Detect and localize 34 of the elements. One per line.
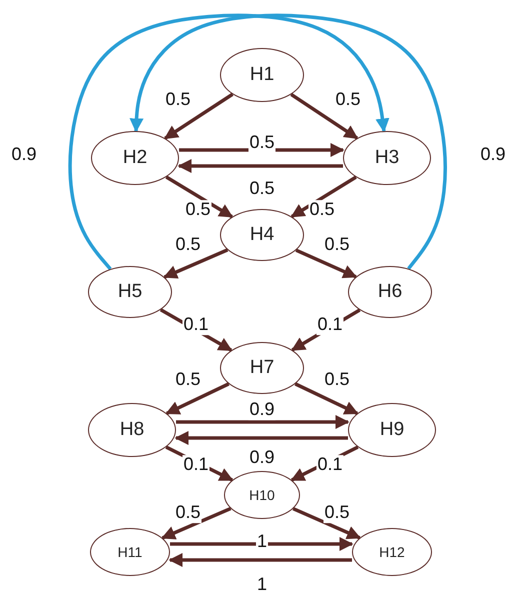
state-ellipse: H6 [348, 266, 432, 318]
arrow [165, 382, 230, 416]
edge-label: 0.1 [316, 315, 344, 335]
edge-label: 0.5 [323, 503, 351, 523]
arrow [130, 14, 447, 270]
arrow [176, 415, 350, 429]
arrow [68, 14, 390, 270]
state-ellipse: H12 [352, 528, 432, 576]
arrow [178, 159, 343, 173]
state-ellipse: H7 [220, 342, 304, 394]
arrow [168, 553, 352, 567]
arrow [163, 248, 228, 279]
state-ellipse: H1 [220, 48, 304, 102]
arrow [290, 176, 357, 218]
edge-label: 0.1 [182, 315, 210, 335]
arrow [294, 382, 359, 416]
arrow [164, 92, 234, 140]
arrow [174, 431, 348, 445]
state-ellipse: H5 [88, 266, 172, 318]
state-ellipse: H4 [220, 209, 304, 261]
state-ellipse: H9 [348, 403, 436, 457]
arrow [161, 506, 232, 540]
arrow [290, 92, 358, 140]
state-ellipse: H2 [91, 131, 179, 185]
arrow [295, 248, 358, 278]
arrow [170, 537, 354, 551]
arrow [165, 175, 234, 218]
state-ellipse: H3 [343, 131, 431, 185]
state-ellipse: H11 [90, 528, 170, 576]
edge-label: 0.5 [248, 133, 276, 153]
arrow [292, 507, 361, 540]
state-ellipse: H8 [88, 403, 176, 457]
state-ellipse: H10 [224, 471, 300, 519]
edge-label: 0.5 [174, 503, 202, 523]
